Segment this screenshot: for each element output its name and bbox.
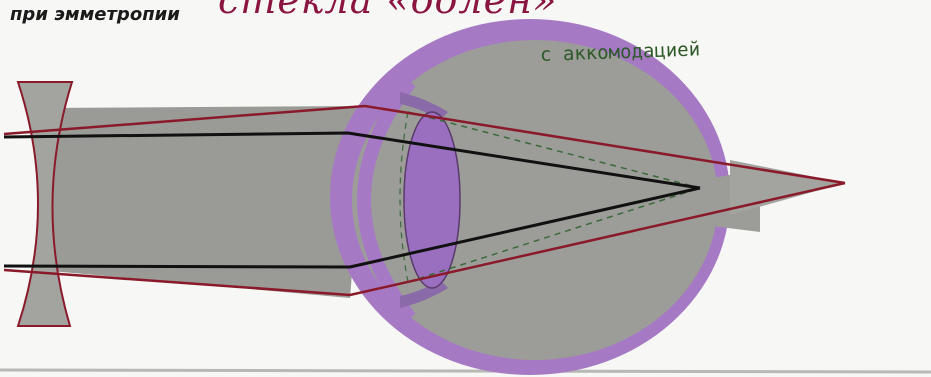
headline: стёкла «оолен» bbox=[218, 0, 557, 22]
emmetropia-label: при эмметропии bbox=[10, 4, 180, 25]
crystalline-lens bbox=[404, 112, 460, 288]
bottom-edge bbox=[0, 370, 931, 372]
